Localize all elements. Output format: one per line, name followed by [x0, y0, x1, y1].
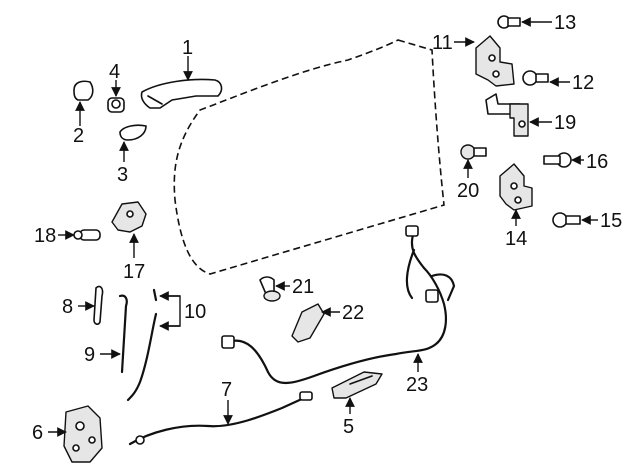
door-check-part[interactable]: [485, 93, 529, 137]
callout-labels: 1 2 3 4 5 6 7 8 9 10 11 12 13 14 15 16 1…: [32, 12, 622, 444]
upper-hinge-part[interactable]: [475, 35, 515, 87]
bumper-21-part[interactable]: [259, 276, 281, 302]
callout-22: 22: [342, 302, 364, 324]
bolt-15-part[interactable]: [552, 212, 581, 228]
wiring-harness-part[interactable]: [221, 225, 456, 385]
callout-7: 7: [221, 379, 232, 401]
lock-cylinder-part[interactable]: [107, 97, 125, 113]
callout-10: 10: [184, 301, 206, 323]
callout-21: 21: [292, 276, 314, 298]
callout-14: 14: [505, 228, 527, 250]
callout-4: 4: [109, 61, 120, 83]
callout-6: 6: [32, 422, 43, 444]
callout-23: 23: [406, 374, 428, 396]
bolt-12-part[interactable]: [522, 70, 549, 86]
bolt-18-part[interactable]: [73, 229, 101, 241]
inside-handle-part[interactable]: [331, 371, 383, 399]
callout-15: 15: [600, 210, 622, 232]
callout-17: 17: [123, 261, 145, 283]
cylinder-cover-part[interactable]: [119, 124, 147, 141]
callout-18: 18: [34, 225, 56, 247]
callout-5: 5: [343, 416, 354, 438]
outside-handle-part[interactable]: [140, 78, 223, 109]
lock-rod-9-part[interactable]: [118, 294, 128, 374]
door-latch-part[interactable]: [63, 405, 103, 463]
callout-1: 1: [182, 37, 193, 59]
handle-cap-part[interactable]: [73, 80, 94, 101]
callout-19: 19: [554, 112, 576, 134]
leader-lines: [48, 17, 598, 437]
lower-hinge-part[interactable]: [499, 163, 533, 211]
bolt-13-part[interactable]: [497, 15, 521, 29]
bolt-20-part[interactable]: [460, 144, 487, 160]
callout-13: 13: [554, 12, 576, 34]
door-outline: [173, 39, 445, 275]
callout-11: 11: [432, 32, 453, 54]
callout-20: 20: [457, 180, 479, 202]
release-cable-part[interactable]: [128, 391, 313, 446]
bolt-16-part[interactable]: [543, 152, 572, 168]
callout-2: 2: [73, 125, 84, 147]
handle-bracket-part[interactable]: [111, 201, 147, 233]
rod-10-part[interactable]: [126, 288, 158, 402]
bracket-22-part[interactable]: [291, 303, 325, 343]
callout-9: 9: [84, 344, 95, 366]
callout-16: 16: [586, 151, 608, 173]
callout-3: 3: [117, 164, 128, 186]
rod-clip-8-part[interactable]: [93, 285, 104, 325]
callout-8: 8: [62, 296, 73, 318]
callout-12: 12: [572, 72, 594, 94]
